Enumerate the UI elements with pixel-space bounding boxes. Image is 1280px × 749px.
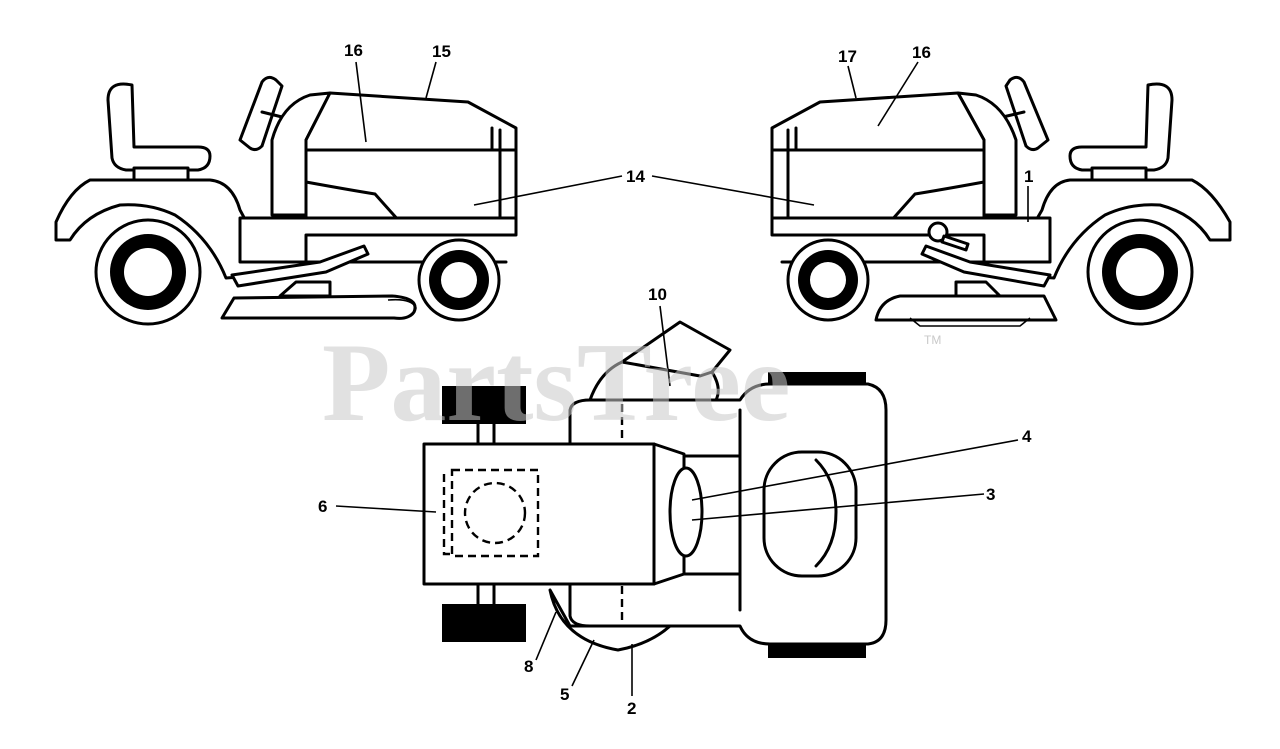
callout-2: 2 [627, 699, 636, 718]
callout-15: 15 [432, 42, 451, 61]
partstree-watermark: PartsTree [322, 321, 791, 445]
right-steering-wheel [1004, 75, 1050, 152]
callout-14: 14 [626, 167, 645, 186]
callout-16-right: 16 [912, 43, 931, 62]
callout-16-left: 16 [344, 41, 363, 60]
callout-6: 6 [318, 497, 327, 516]
top-left-rear-tire [442, 386, 526, 424]
callouts: 16 15 17 16 14 1 10 4 3 6 8 5 2 [318, 41, 1033, 718]
left-steering-wheel [238, 75, 284, 152]
right-hood [770, 91, 986, 234]
left-mower [54, 75, 518, 326]
callout-5: 5 [560, 685, 569, 704]
callout-4: 4 [1022, 427, 1032, 446]
callout-10: 10 [648, 285, 667, 304]
top-dash-oval [668, 466, 704, 558]
discharge-chute [588, 320, 732, 402]
left-mower-deck [220, 294, 417, 320]
callout-17: 17 [838, 47, 857, 66]
callout-1: 1 [1024, 167, 1033, 186]
left-hood [304, 91, 518, 234]
watermark-trademark: TM [924, 333, 941, 347]
right-mower-deck [874, 294, 1058, 322]
top-left-front-tire [442, 604, 526, 642]
right-seat [1068, 82, 1174, 172]
leader-lines [335, 61, 1029, 696]
callout-8: 8 [524, 657, 533, 676]
top-hood-decal [762, 450, 858, 578]
left-seat [106, 82, 212, 172]
right-mower [770, 75, 1232, 327]
callout-3: 3 [986, 485, 995, 504]
